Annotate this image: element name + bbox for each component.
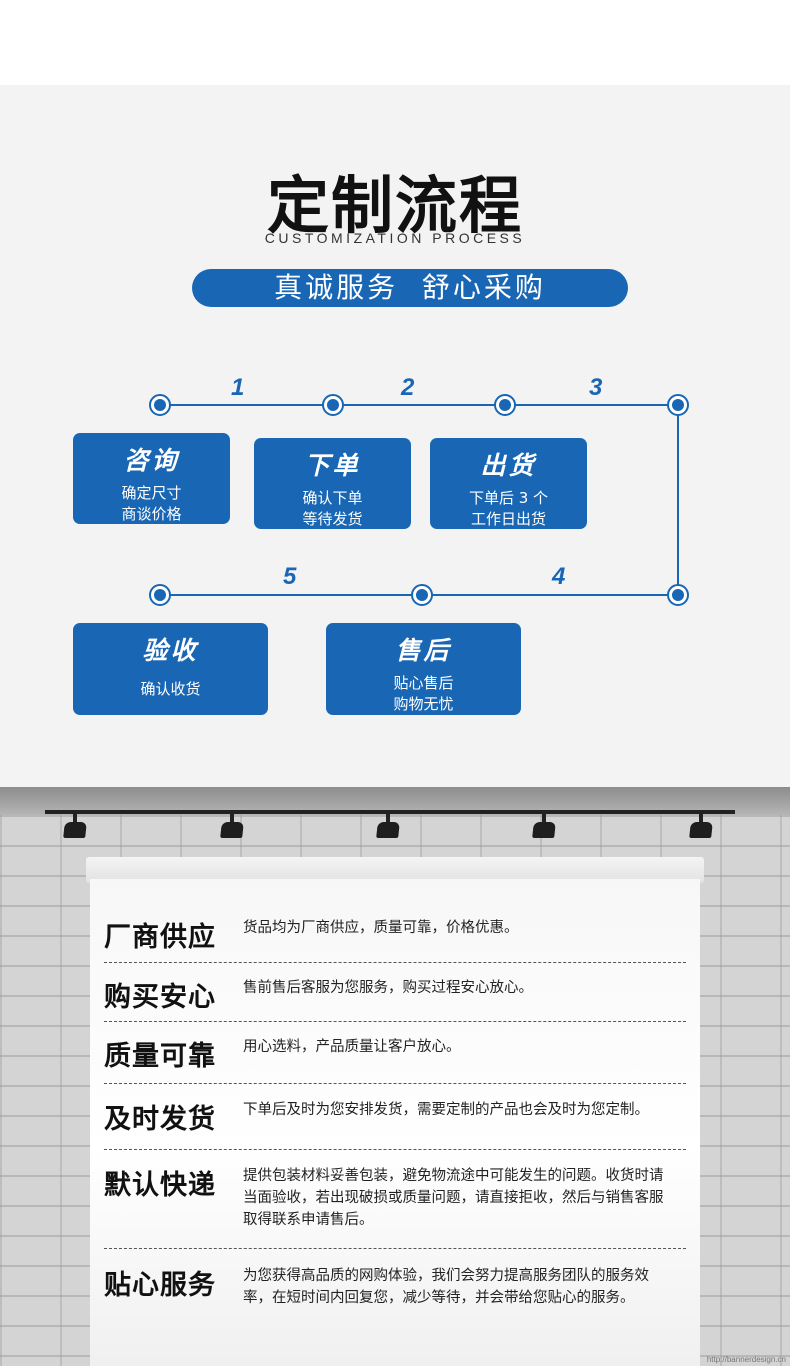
step-title: 出货 — [480, 451, 537, 480]
step-desc-line: 确认下单 — [302, 489, 363, 507]
service-desc: 提供包装材料妥善包装，避免物流途中可能发生的问题。收货时请当面验收，若出现破损或… — [243, 1168, 664, 1228]
service-desc: 为您获得高品质的网购体验，我们会努力提高服务团队的服务效率，在短时间内回复您，减… — [243, 1268, 649, 1306]
step-number-2: 2 — [401, 374, 415, 401]
timeline-node-7 — [149, 584, 171, 606]
step-number-1: 1 — [231, 374, 245, 401]
service-title: 及时发货 — [104, 1104, 216, 1135]
timeline-node-5 — [667, 584, 689, 606]
step-desc-line: 确定尺寸 — [121, 484, 182, 502]
step-card-order: 下单 确认下单 等待发货 — [254, 438, 411, 529]
service-title: 质量可靠 — [104, 1041, 216, 1072]
step-desc: 贴心售后 购物无忧 — [326, 673, 521, 715]
step-desc: 下单后 3 个 工作日出货 — [430, 488, 587, 530]
white-backdrop — [90, 879, 700, 1366]
step-number-5: 5 — [283, 563, 297, 590]
spotlight-icon — [532, 814, 556, 838]
step-number-3: 3 — [589, 374, 603, 401]
step-card-after-sales: 售后 贴心售后 购物无忧 — [326, 623, 521, 715]
step-desc-line: 下单后 3 个 — [468, 489, 549, 507]
page-subtitle: CUSTOMIZATION PROCESS — [264, 230, 526, 246]
light-rail — [45, 810, 735, 814]
step-desc-line: 等待发货 — [302, 510, 363, 528]
step-desc: 确定尺寸 商谈价格 — [73, 483, 230, 525]
service-desc: 货品均为厂商供应，质量可靠，价格优惠。 — [243, 920, 519, 936]
timeline-node-1 — [149, 394, 171, 416]
service-title: 购买安心 — [104, 982, 216, 1013]
service-title: 贴心服务 — [104, 1270, 216, 1301]
timeline-node-3 — [494, 394, 516, 416]
spotlight-icon — [220, 814, 244, 838]
step-card-ship: 出货 下单后 3 个 工作日出货 — [430, 438, 587, 529]
timeline-node-4 — [667, 394, 689, 416]
timeline-node-6 — [411, 584, 433, 606]
step-desc-line: 贴心售后 — [393, 674, 454, 692]
step-desc: 确认下单 等待发货 — [254, 488, 411, 530]
step-title: 下单 — [304, 451, 361, 480]
service-title: 默认快递 — [104, 1170, 216, 1201]
step-card-inspect: 验收 确认收货 — [73, 623, 268, 715]
divider — [104, 962, 686, 963]
step-title: 售后 — [395, 636, 452, 665]
timeline-top-line — [160, 404, 678, 406]
watermark: http://bannerdesign.cn — [706, 1355, 786, 1364]
divider — [104, 1083, 686, 1084]
spotlight-icon — [63, 814, 87, 838]
service-title: 厂商供应 — [104, 922, 216, 953]
timeline-right-line — [677, 405, 679, 595]
page-title: 定制流程 — [266, 169, 523, 242]
step-desc: 确认收货 — [73, 679, 268, 700]
service-desc: 下单后及时为您安排发货，需要定制的产品也会及时为您定制。 — [243, 1102, 649, 1118]
step-desc-line: 确认收货 — [140, 680, 201, 698]
spotlight-icon — [376, 814, 400, 838]
divider — [104, 1149, 686, 1150]
spotlight-icon — [689, 814, 713, 838]
step-number-4: 4 — [552, 563, 566, 590]
service-desc: 用心选料，产品质量让客户放心。 — [243, 1039, 461, 1055]
services-section: 厂商供应 货品均为厂商供应，质量可靠，价格优惠。 购买安心 售前售后客服为您服务… — [0, 787, 790, 1366]
backdrop-roll — [86, 857, 704, 883]
service-desc: 售前售后客服为您服务，购买过程安心放心。 — [243, 980, 533, 996]
process-section: 定制流程 CUSTOMIZATION PROCESS 真诚服务 舒心采购 1 2… — [0, 85, 790, 787]
divider — [104, 1248, 686, 1249]
step-desc-line: 购物无忧 — [393, 695, 454, 713]
step-card-consult: 咨询 确定尺寸 商谈价格 — [73, 433, 230, 524]
step-desc-line: 工作日出货 — [470, 510, 546, 528]
step-title: 咨询 — [123, 446, 180, 475]
slogan-banner: 真诚服务 舒心采购 — [192, 269, 628, 307]
step-desc-line: 商谈价格 — [121, 505, 182, 523]
timeline-node-2 — [322, 394, 344, 416]
divider — [104, 1021, 686, 1022]
step-title: 验收 — [142, 636, 199, 665]
